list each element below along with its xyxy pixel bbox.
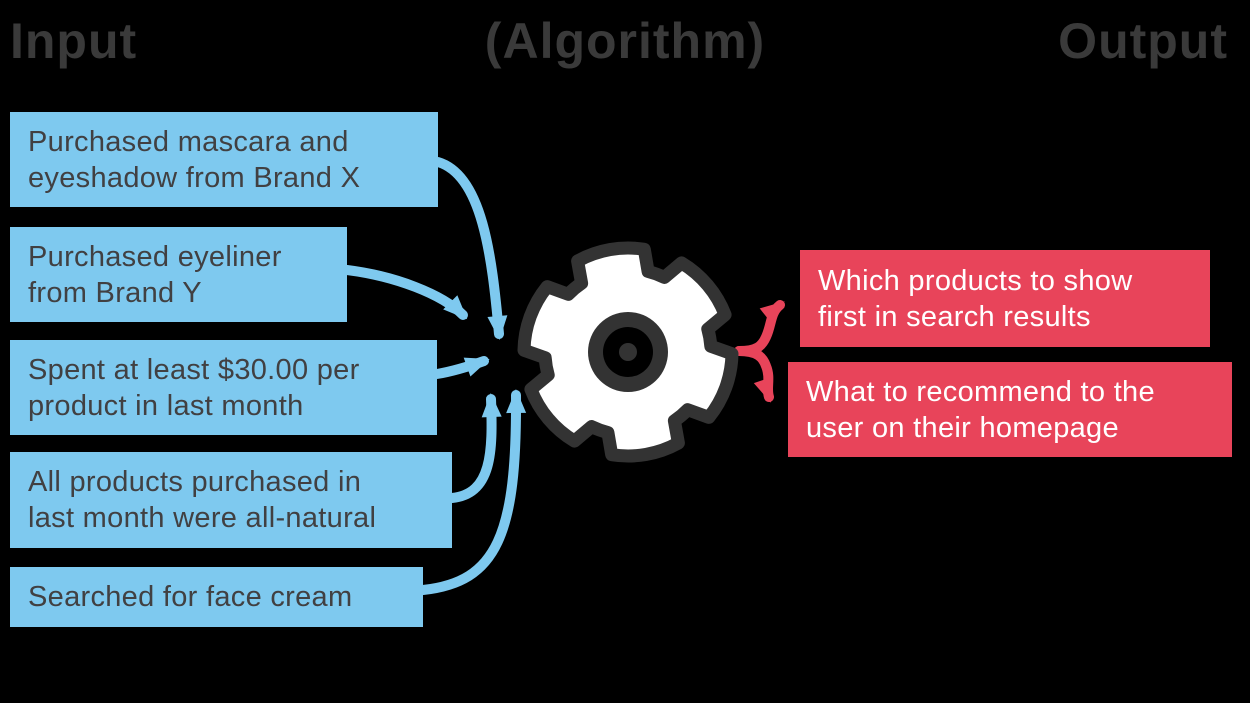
input-box-spend: Spent at least $30.00 per product in las… — [10, 340, 437, 435]
output-box-homepage: What to recommend to the user on their h… — [788, 362, 1232, 457]
gear-icon — [517, 241, 739, 463]
input-box-face-cream: Searched for face cream — [10, 567, 423, 627]
arrow-input-1 — [433, 157, 508, 340]
arrow-input-2 — [342, 265, 468, 320]
arrow-input-4 — [447, 393, 502, 503]
input-box-spend-text: Spent at least $30.00 per product in las… — [28, 353, 360, 422]
arrow-output-1 — [734, 300, 785, 356]
output-box-homepage-text: What to recommend to the user on their h… — [806, 375, 1155, 444]
input-box-mascara: Purchased mascara and eyeshadow from Bra… — [10, 112, 438, 207]
output-header: Output — [1058, 13, 1228, 69]
arrow-input-3 — [432, 356, 490, 379]
algorithm-header: (Algorithm) — [484, 13, 766, 69]
input-box-eyeliner-text: Purchased eyeliner from Brand Y — [28, 240, 282, 309]
input-box-all-natural: All products purchased in last month wer… — [10, 452, 452, 548]
arrow-output-2 — [734, 346, 774, 403]
input-box-face-cream-text: Searched for face cream — [28, 581, 353, 613]
input-header: Input — [10, 13, 138, 69]
output-box-search-results-text: Which products to show first in search r… — [818, 264, 1133, 333]
input-box-mascara-text: Purchased mascara and eyeshadow from Bra… — [28, 125, 361, 194]
input-box-eyeliner: Purchased eyeliner from Brand Y — [10, 227, 347, 322]
output-box-search-results: Which products to show first in search r… — [800, 250, 1210, 347]
input-box-all-natural-text: All products purchased in last month wer… — [28, 466, 377, 534]
